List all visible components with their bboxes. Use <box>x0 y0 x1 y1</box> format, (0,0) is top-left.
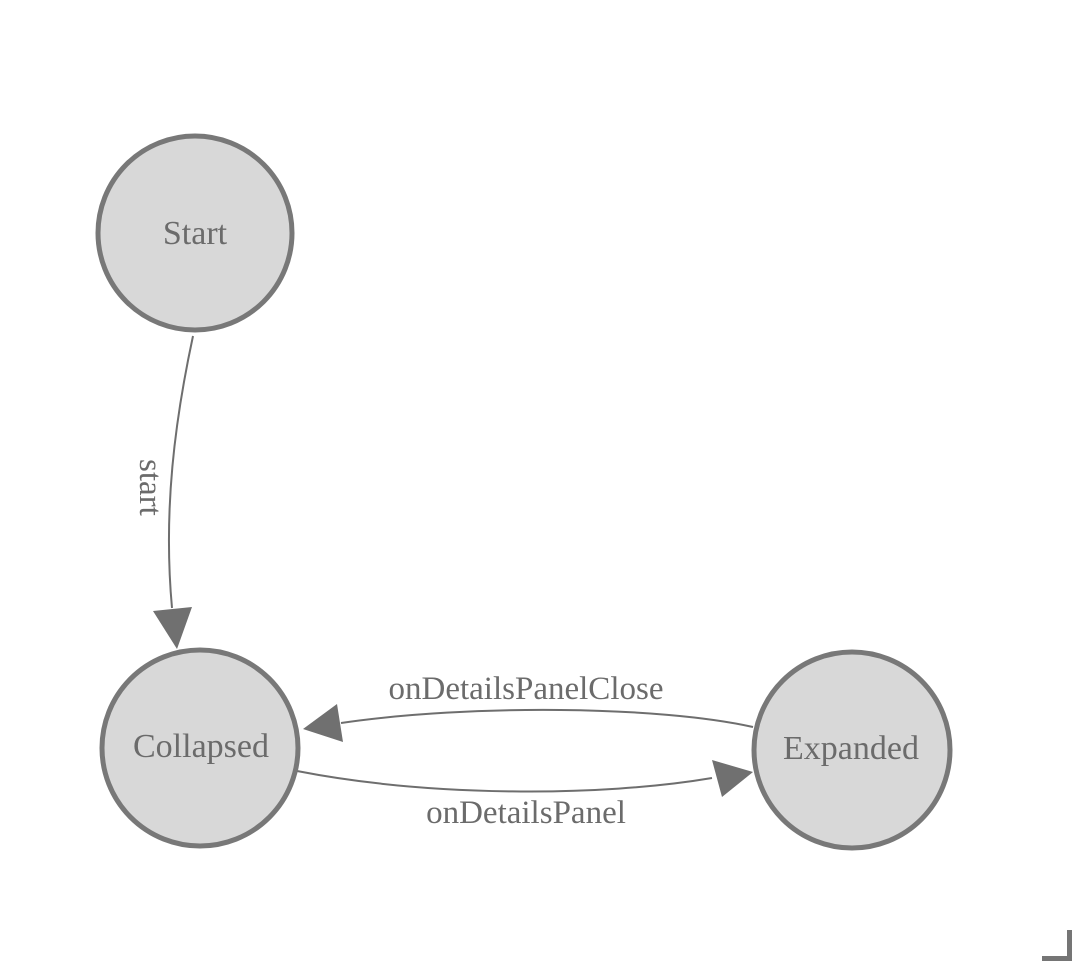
edge-on-details-panel: onDetailsPanel <box>296 760 753 831</box>
edge-line-collapsed-to-expanded <box>296 770 713 793</box>
arrowhead-icon <box>303 704 343 742</box>
edge-label-on-details-panel-close: onDetailsPanelClose <box>389 671 664 707</box>
resize-corner-handle[interactable] <box>1042 930 1072 961</box>
state-label: Expanded <box>783 730 919 767</box>
state-label: Start <box>163 215 228 252</box>
state-circle[interactable] <box>751 649 953 851</box>
state-label: Collapsed <box>133 728 269 765</box>
edge-label-start: start <box>132 459 168 516</box>
arrowhead-icon <box>712 760 753 797</box>
arrowhead-icon <box>153 607 192 649</box>
state-circle[interactable] <box>99 647 301 849</box>
resize-corner-horizontal-bar <box>1042 956 1072 961</box>
state-node-collapsed[interactable]: Collapsed <box>99 647 301 849</box>
edge-line-start-to-collapsed <box>167 335 194 609</box>
resize-corner-vertical-bar <box>1067 930 1072 961</box>
state-node-expanded[interactable]: Expanded <box>751 649 953 851</box>
edge-on-details-panel-close: onDetailsPanelClose <box>303 671 754 742</box>
state-circle[interactable] <box>95 133 295 333</box>
edge-start: start <box>132 335 194 649</box>
edge-label-on-details-panel: onDetailsPanel <box>426 795 626 831</box>
state-node-start[interactable]: Start <box>95 133 295 333</box>
edge-line-expanded-to-collapsed <box>340 708 754 728</box>
